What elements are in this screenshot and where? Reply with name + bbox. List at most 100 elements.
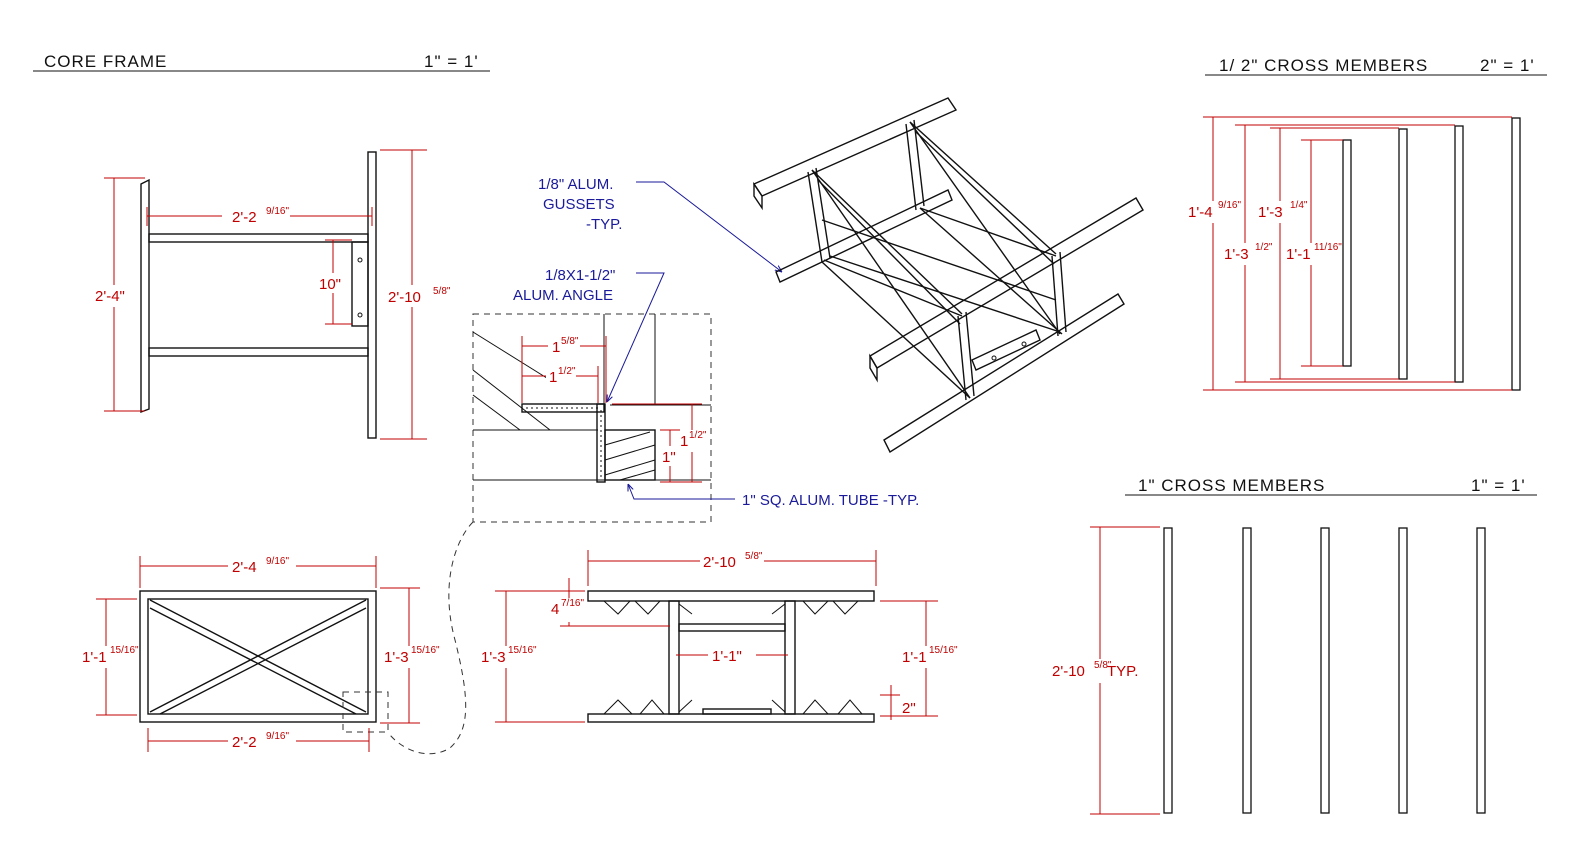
member-2 xyxy=(1242,527,1252,814)
dim-elev-gusset: 4 xyxy=(551,601,559,618)
iso-bottom-back-rail xyxy=(775,189,953,283)
detail-callout-box xyxy=(342,691,389,733)
dim-detail-4: 1" xyxy=(662,449,676,466)
note-gussets-line3: -TYP. xyxy=(586,216,622,233)
bolt xyxy=(357,312,363,318)
core-frame-side-view: 2'-2 9/16" 2'-4" 10" 2'-10 5/8" xyxy=(92,149,451,440)
leader-tube xyxy=(628,484,735,500)
dim-detail-2: 1 xyxy=(549,369,557,386)
dim-plan-right-frac: 15/16" xyxy=(411,645,440,656)
dim-plan-top-frac: 9/16" xyxy=(266,556,289,567)
dim-plan-right: 1'-3 xyxy=(384,649,409,666)
dim-right-height-frac: 5/8" xyxy=(433,286,451,297)
core-frame-elevation: 2'-10 5/8" 4 7/16" 1'-3 15/16" 1'-1" 1'-… xyxy=(479,550,958,723)
note-angle-line2: ALUM. ANGLE xyxy=(513,287,613,304)
right-post xyxy=(367,151,377,439)
left-web xyxy=(668,600,680,715)
title-one-cross-members: 1" CROSS MEMBERS xyxy=(1138,476,1325,495)
scale-core-frame: 1" = 1' xyxy=(424,52,479,71)
notes: 1/8" ALUM. GUSSETS -TYP. 1/8X1-1/2" ALUM… xyxy=(513,176,919,509)
dim-elev-right-frac: 15/16" xyxy=(929,645,958,656)
core-frame-isometric xyxy=(752,97,1144,454)
member-5 xyxy=(1476,527,1486,814)
dim-detail-1: 1 xyxy=(552,339,560,356)
dim-half-4: 1'-1 xyxy=(1286,246,1311,263)
dim-plan-bottom-frac: 9/16" xyxy=(266,731,289,742)
dim-height: 2'-4" xyxy=(95,288,125,305)
member-4 xyxy=(1342,139,1352,367)
one-cross-members: 2'-10 5/8" TYP. xyxy=(1050,526,1486,815)
dim-width-frac: 9/16" xyxy=(266,206,289,217)
scale-one-cross-members: 1" = 1' xyxy=(1471,476,1526,495)
dim-elev-left-frac: 15/16" xyxy=(508,645,537,656)
iso-gusset-plate xyxy=(971,329,1041,371)
header-one-cross: 1" CROSS MEMBERS 1" = 1' xyxy=(1125,476,1537,496)
member-3 xyxy=(1320,527,1330,814)
dim-plan-left: 1'-1 xyxy=(82,649,107,666)
dim-elev-top-frac: 5/8" xyxy=(745,551,763,562)
iso-top-back-rail xyxy=(752,97,958,197)
dim-elev-top: 2'-10 xyxy=(703,554,736,571)
dim-half-1: 1'-4 xyxy=(1188,204,1213,221)
dim-half-3: 1'-3 xyxy=(1224,246,1249,263)
member-1 xyxy=(1163,527,1173,814)
dim-detail-1-frac: 5/8" xyxy=(561,336,579,347)
half-cross-members: 1'-4 9/16" 1'-3 1/4" 1'-3 1/2" 1'-1 11/1… xyxy=(1186,116,1521,391)
dim-half-2-frac: 1/4" xyxy=(1290,200,1308,211)
plan-outline xyxy=(139,590,377,723)
scale-half-cross-members: 2" = 1' xyxy=(1480,56,1535,75)
dim-one-length: 2'-10 xyxy=(1052,663,1085,680)
top-rail xyxy=(148,233,369,243)
dim-elev-gusset-frac: 7/16" xyxy=(561,598,584,609)
mid-rail xyxy=(678,623,786,632)
detail-border xyxy=(472,313,712,523)
bottom-gussets xyxy=(603,699,863,715)
bolt xyxy=(357,257,363,263)
dim-half-1-frac: 9/16" xyxy=(1218,200,1241,211)
angle-horizontal-leg xyxy=(521,403,605,413)
dim-width: 2'-2 xyxy=(232,209,257,226)
dim-one-length-suffix: TYP. xyxy=(1107,663,1138,680)
title-core-frame: CORE FRAME xyxy=(44,52,167,71)
square-tube xyxy=(604,429,656,481)
diagonal-brace xyxy=(149,599,367,713)
left-post xyxy=(140,178,150,414)
dim-half-3-frac: 1/2" xyxy=(1255,242,1273,253)
iso-bottom-front-rail xyxy=(883,293,1125,454)
title-half-cross-members: 1/ 2" CROSS MEMBERS xyxy=(1219,56,1428,75)
member-4 xyxy=(1398,527,1408,814)
dim-detail-2-frac: 1/2" xyxy=(558,366,576,377)
dim-plan-top: 2'-4 xyxy=(232,559,257,576)
top-gussets xyxy=(603,600,859,615)
leader-angle xyxy=(607,272,665,402)
note-tube: 1" SQ. ALUM. TUBE -TYP. xyxy=(742,492,919,509)
dim-elev-right: 1'-1 xyxy=(902,649,927,666)
dim-plan-left-frac: 15/16" xyxy=(110,645,139,656)
dim-half-2: 1'-3 xyxy=(1258,204,1283,221)
dim-one-length-frac: 5/8" xyxy=(1094,660,1112,671)
angle-detail-view: 1 5/8" 1 1/2" 1 1/2" 1" xyxy=(389,313,712,755)
bottom-flange xyxy=(587,713,875,723)
dim-elev-bottom-right: 2" xyxy=(902,700,916,717)
gusset-plate xyxy=(351,241,369,327)
dim-detail-3: 1 xyxy=(680,433,688,450)
header-half-cross: 1/ 2" CROSS MEMBERS 2" = 1' xyxy=(1205,56,1547,76)
core-frame-plan-view: 2'-4 9/16" 2'-2 9/16" 1'-1 15/16" 1'-3 1… xyxy=(80,555,440,752)
dim-elev-left: 1'-3 xyxy=(481,649,506,666)
dim-half-4-frac: 11/16" xyxy=(1314,242,1342,253)
dim-plan-bottom: 2'-2 xyxy=(232,734,257,751)
detail-leader xyxy=(389,521,474,755)
bottom-rail xyxy=(148,347,369,357)
top-flange xyxy=(587,590,875,602)
header-core-frame: CORE FRAME 1" = 1' xyxy=(33,52,490,72)
note-gussets-line1: 1/8" ALUM. xyxy=(538,176,613,193)
dim-gusset: 10" xyxy=(319,276,341,293)
leader-gussets xyxy=(636,181,782,272)
dim-detail-3-frac: 1/2" xyxy=(689,430,707,441)
note-angle-line1: 1/8X1-1/2" xyxy=(545,267,615,284)
member-3 xyxy=(1398,128,1408,380)
member-1 xyxy=(1511,117,1521,391)
dim-right-height: 2'-10 xyxy=(388,289,421,306)
dim-elev-inner: 1'-1" xyxy=(712,648,742,665)
